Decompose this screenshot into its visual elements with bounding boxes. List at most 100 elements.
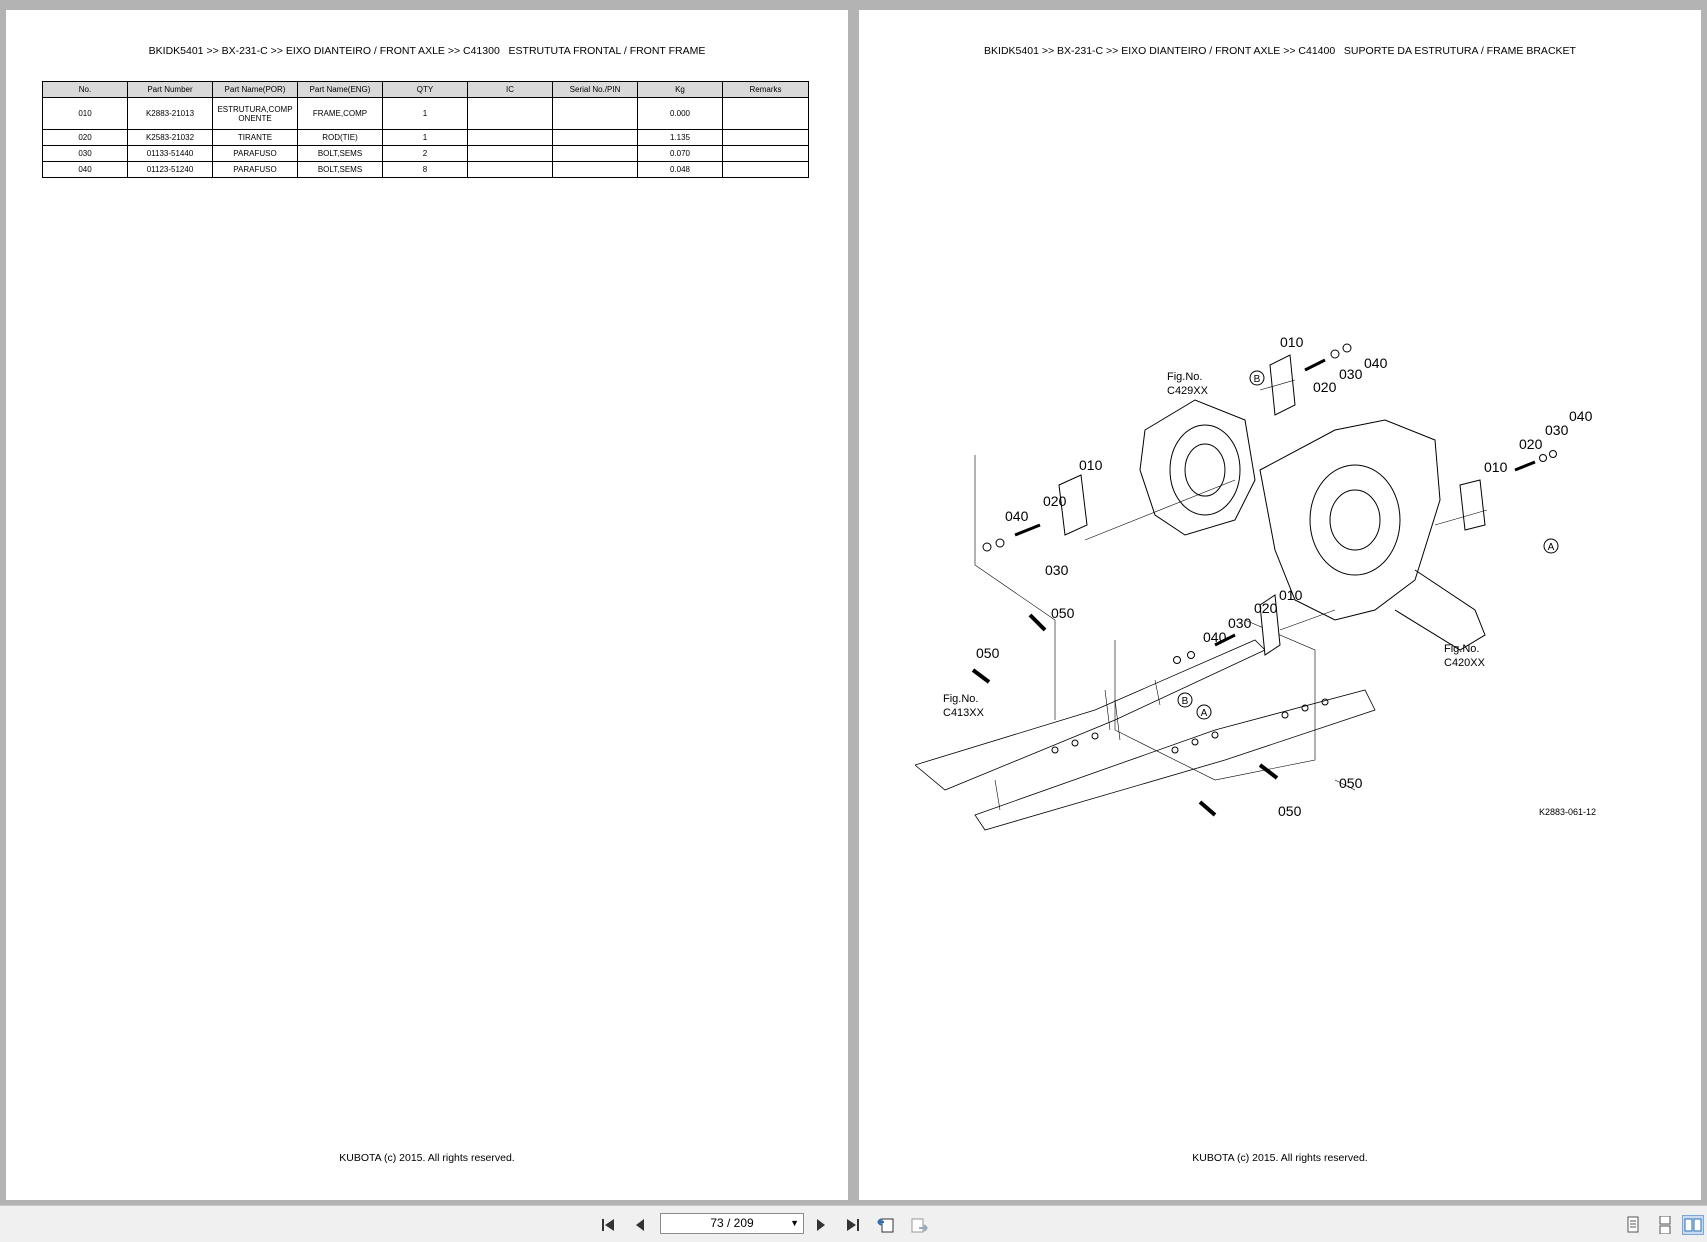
table-cell: FRAME,COMP xyxy=(297,97,383,130)
table-cell: BOLT,SEMS xyxy=(297,145,383,162)
table-row: 010 K2883-21013 ESTRUTURA,COMP ONENTE FR… xyxy=(42,97,809,130)
continuous-page-icon xyxy=(1659,1216,1671,1234)
chevron-down-icon[interactable]: ▼ xyxy=(790,1218,799,1228)
callout-label: 010 xyxy=(1279,587,1303,603)
column-header: Part Number xyxy=(127,81,213,98)
table-cell xyxy=(467,129,553,146)
fig-number: C420XX xyxy=(1444,657,1486,669)
guide-lines xyxy=(974,455,1056,720)
parts-table: No. Part Number Part Name(POR) Part Name… xyxy=(42,81,809,178)
column-header: IC xyxy=(467,81,553,98)
callout-label: 020 xyxy=(1313,379,1337,395)
table-cell xyxy=(552,145,638,162)
table-cell: 8 xyxy=(382,161,468,178)
column-header: Serial No./PIN xyxy=(552,81,638,98)
previous-page-button[interactable] xyxy=(629,1215,651,1235)
bracket-010 xyxy=(1058,474,1088,536)
callout-label: 020 xyxy=(1519,436,1543,452)
left-page: BKIDK5401 >> BX-231-C >> EIXO DIANTEIRO … xyxy=(6,10,848,1200)
next-page-button[interactable] xyxy=(810,1215,832,1235)
marker-b: B xyxy=(1254,374,1261,385)
table-cell: ESTRUTURA,COMP ONENTE xyxy=(212,97,298,130)
bracket-010 xyxy=(1259,594,1281,656)
callout-label: 030 xyxy=(1339,366,1363,382)
single-page-icon xyxy=(1627,1216,1639,1233)
table-cell: K2883-21013 xyxy=(127,97,213,130)
marker-a: A xyxy=(1548,542,1555,553)
table-cell xyxy=(552,129,638,146)
continuous-view-button[interactable] xyxy=(1654,1215,1676,1235)
frame-rails xyxy=(915,639,1376,831)
table-cell: 1.135 xyxy=(637,129,723,146)
table-cell: TIRANTE xyxy=(212,129,298,146)
back-view-icon xyxy=(877,1218,894,1233)
callout-label: 010 xyxy=(1280,334,1304,350)
last-page-button[interactable] xyxy=(842,1215,864,1235)
next-page-icon xyxy=(817,1219,825,1231)
table-cell: ROD(TIE) xyxy=(297,129,383,146)
callout-label: 050 xyxy=(1339,775,1363,791)
table-cell: 01123-51240 xyxy=(127,161,213,178)
page-header: BKIDK5401 >> BX-231-C >> EIXO DIANTEIRO … xyxy=(984,45,1576,57)
table-cell xyxy=(722,129,809,146)
callout-label: 030 xyxy=(1228,615,1252,631)
table-cell: 010 xyxy=(42,97,128,130)
two-page-icon xyxy=(1684,1218,1702,1232)
marker-a: A xyxy=(1201,708,1208,719)
table-cell: 0.000 xyxy=(637,97,723,130)
table-cell xyxy=(722,97,809,130)
fig-label: Fig.No. xyxy=(1167,371,1202,383)
single-page-view-button[interactable] xyxy=(1622,1215,1644,1235)
fig-number: C429XX xyxy=(1167,385,1209,397)
column-header: Remarks xyxy=(722,81,809,98)
table-row: 020 K2583-21032 TIRANTE ROD(TIE) 1 1.135 xyxy=(42,129,809,146)
bracket-010 xyxy=(1269,354,1296,416)
table-cell xyxy=(467,161,553,178)
callout-label: 050 xyxy=(1278,803,1302,819)
column-header: No. xyxy=(42,81,128,98)
table-cell: 2 xyxy=(382,145,468,162)
callout-label: 040 xyxy=(1569,408,1593,424)
table-cell: 0.070 xyxy=(637,145,723,162)
fig-label: Fig.No. xyxy=(1444,643,1479,655)
two-page-view-button[interactable] xyxy=(1682,1215,1704,1235)
go-back-button[interactable] xyxy=(875,1215,897,1235)
callout-label: 030 xyxy=(1545,422,1569,438)
page-header: BKIDK5401 >> BX-231-C >> EIXO DIANTEIRO … xyxy=(148,45,706,57)
table-cell xyxy=(552,97,638,130)
table-cell: 01133-51440 xyxy=(127,145,213,162)
drawing-code: K2883-061-12 xyxy=(1539,807,1596,817)
callout-label: 050 xyxy=(1051,605,1075,621)
callout-label: 040 xyxy=(1203,629,1227,645)
bracket-010 xyxy=(1459,479,1486,531)
table-cell: PARAFUSO xyxy=(212,161,298,178)
page-number-field[interactable]: 73 / 209 ▼ xyxy=(660,1213,804,1234)
table-cell xyxy=(467,145,553,162)
column-header: Part Name(POR) xyxy=(212,81,298,98)
go-forward-button[interactable] xyxy=(908,1215,930,1235)
table-cell: 040 xyxy=(42,161,128,178)
first-page-button[interactable] xyxy=(598,1215,620,1235)
table-cell: 030 xyxy=(42,145,128,162)
housing-c429 xyxy=(1139,399,1256,536)
table-cell: BOLT,SEMS xyxy=(297,161,383,178)
callout-label: 010 xyxy=(1484,459,1508,475)
table-cell xyxy=(552,161,638,178)
first-page-icon xyxy=(602,1219,614,1231)
table-cell: 020 xyxy=(42,129,128,146)
table-cell: PARAFUSO xyxy=(212,145,298,162)
marker-b: B xyxy=(1182,696,1189,707)
table-row: 030 01133-51440 PARAFUSO BOLT,SEMS 2 0.0… xyxy=(42,145,809,162)
viewer-toolbar: 73 / 209 ▼ xyxy=(0,1205,1707,1242)
callout-label: 030 xyxy=(1045,562,1069,578)
page-number-text: 73 / 209 xyxy=(710,1216,754,1230)
page-footer: KUBOTA (c) 2015. All rights reserved. xyxy=(339,1152,515,1164)
table-header-row: No. Part Number Part Name(POR) Part Name… xyxy=(42,81,809,98)
table-cell xyxy=(722,145,809,162)
previous-page-icon xyxy=(636,1219,644,1231)
callout-label: 020 xyxy=(1254,600,1278,616)
last-page-icon xyxy=(847,1219,859,1231)
page-footer: KUBOTA (c) 2015. All rights reserved. xyxy=(1192,1152,1368,1164)
column-header: Part Name(ENG) xyxy=(297,81,383,98)
fig-number: C413XX xyxy=(943,707,985,719)
